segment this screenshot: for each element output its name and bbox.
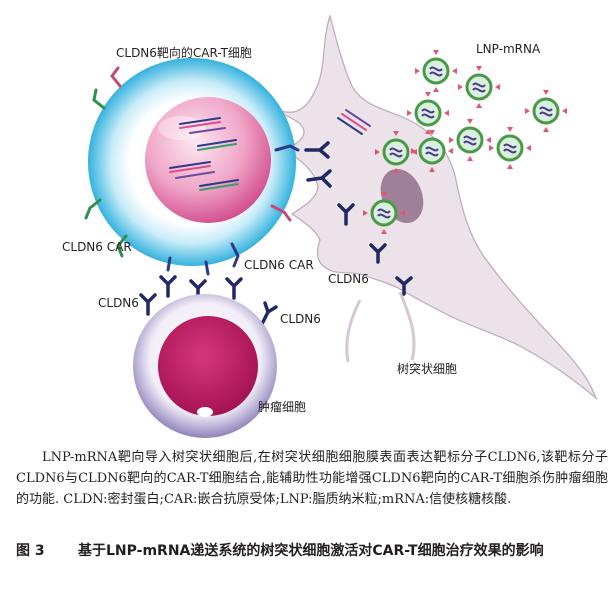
car-t-nucleus [145,97,271,223]
figure-number: 图 3 [16,543,45,559]
cldn6-tumor-label-right: CLDN6 [280,312,321,326]
lnp-particles [363,50,567,234]
lnp-mrna-label: LNP-mRNA [476,42,541,56]
car-t-cell-label: CLDN6靶向的CAR-T细胞 [116,46,252,60]
cldn6-receptors [139,141,413,326]
cldn6-dc-label: CLDN6 [328,272,369,286]
dendritic-cell-label: 树突状细胞 [397,362,458,376]
dc-mrna-strands [337,109,371,135]
figure-caption: LNP-mRNA靶向导入树突状细胞后,在树突状细胞细胞膜表面表达靶标分子CLDN… [16,450,608,507]
figure-title-text: 基于LNP-mRNA递送系统的树突状细胞激活对CAR-T细胞治疗效果的影响 [78,543,544,559]
figure-title: 图 3 基于LNP-mRNA递送系统的树突状细胞激活对CAR-T细胞治疗效果的影响 [16,540,608,562]
cldn6-car-label-right: CLDN6 CAR [244,258,314,272]
dendritic-cell [277,13,598,400]
car-receptors [84,66,300,276]
cldn6-car-label-left: CLDN6 CAR [62,240,132,254]
tumor-nucleus [158,316,258,416]
cldn6-tumor-label-left: CLDN6 [98,296,139,310]
diagram: CLDN6靶向的CAR-T细胞 LNP-mRNA CLDN6 CAR CLDN6… [62,13,598,438]
tumor-cell-label: 肿瘤细胞 [258,400,307,414]
car-t-mrna-strands [169,117,239,191]
